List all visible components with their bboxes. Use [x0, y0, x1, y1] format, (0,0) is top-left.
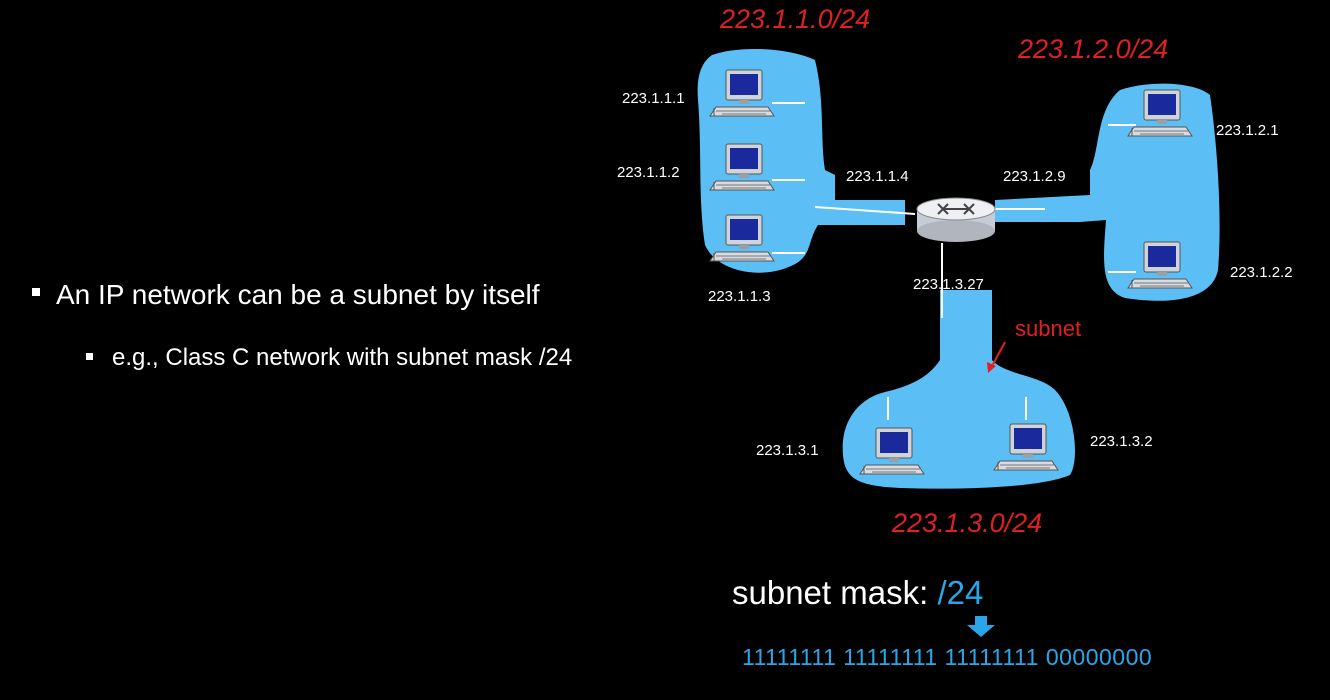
network-label-3: 223.1.3.0/24 — [892, 508, 1043, 538]
router-icon — [916, 197, 996, 242]
subnet-2-cloud — [995, 83, 1220, 301]
host-label: 223.1.1.4 — [846, 168, 909, 185]
slide-bullets: An IP network can be a subnet by itself … — [30, 276, 630, 380]
bullet-sub: e.g., Class C network with subnet mask /… — [30, 336, 612, 380]
subnet-mask-prefix: subnet mask: — [732, 574, 938, 611]
host-label: 223.1.3.2 — [1090, 433, 1153, 450]
host-label: 223.1.2.2 — [1230, 264, 1293, 281]
subnet-mask-bits: 11111111 11111111 11111111 00000000 — [742, 644, 1153, 670]
network-label-1: 223.1.1.0/24 — [720, 4, 871, 34]
subnet-label: subnet — [1015, 316, 1082, 341]
bullet-main: An IP network can be a subnet by itself — [30, 276, 630, 314]
host-label: 223.1.1.2 — [617, 164, 680, 181]
network-label-2: 223.1.2.0/24 — [1018, 34, 1169, 64]
host-label: 223.1.3.1 — [756, 442, 819, 459]
subnet-mask-line: subnet mask: /24 — [732, 574, 983, 612]
host-label: 223.1.2.1 — [1216, 122, 1279, 139]
host-label: 223.1.1.3 — [708, 288, 771, 305]
host-label: 223.1.2.9 — [1003, 168, 1066, 185]
subnet-mask-value: /24 — [937, 574, 984, 611]
host-label: 223.1.3.27 — [913, 276, 984, 293]
host-label: 223.1.1.1 — [622, 90, 685, 107]
